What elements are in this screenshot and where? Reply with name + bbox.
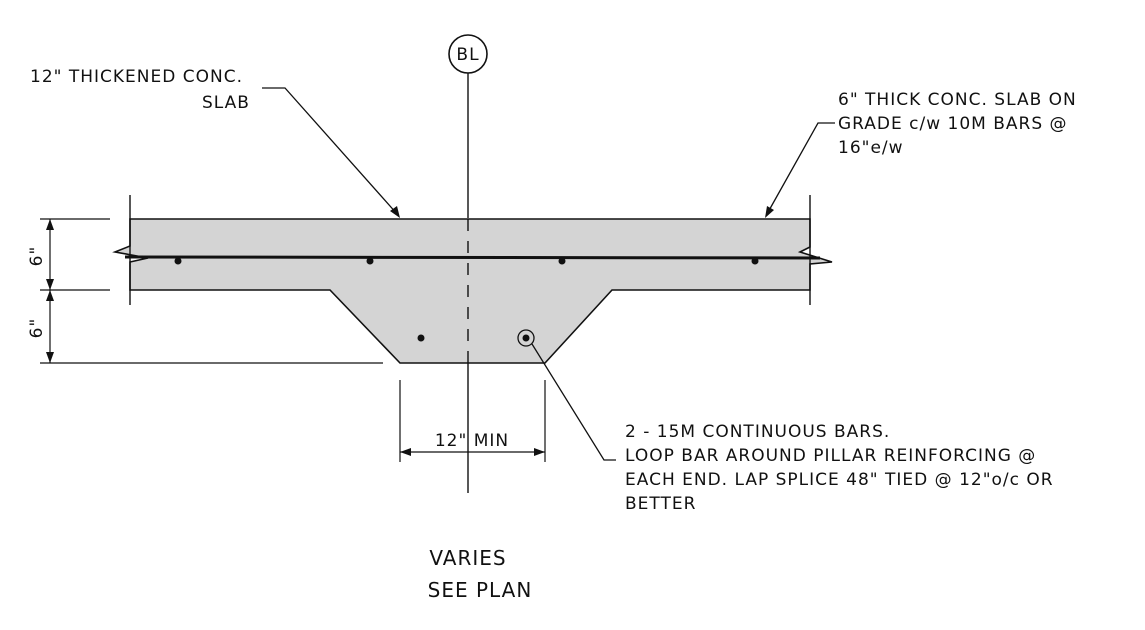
rebar-dot	[174, 257, 182, 265]
continuous-bar-dot	[522, 334, 530, 342]
rebar-dot	[366, 257, 374, 265]
leader-continuous-bars	[531, 343, 616, 461]
dim-arrow	[46, 219, 54, 230]
concrete-section	[112, 218, 833, 364]
rebar-dot	[558, 257, 566, 265]
continuous-bars-label-2: LOOP BAR AROUND PILLAR REINFORCING @	[625, 446, 1036, 466]
thickened-slab-label-2: SLAB	[202, 93, 250, 113]
rebar-dot	[751, 257, 759, 265]
leader-arrow	[390, 206, 400, 218]
thickened-slab-label-1: 12" THICKENED CONC.	[30, 67, 243, 87]
continuous-bars-label-4: BETTER	[625, 494, 696, 514]
slab-thickness-dim: 6"	[27, 246, 47, 267]
dim-arrow	[46, 279, 54, 290]
continuous-bars-label-1: 2 - 15M CONTINUOUS BARS.	[625, 422, 890, 442]
dim-arrow	[400, 448, 411, 456]
dim-arrow	[46, 352, 54, 363]
slab-on-grade-label-1: 6" THICK CONC. SLAB ON	[838, 90, 1077, 110]
thickened-depth-dim: 6"	[27, 318, 47, 339]
slab-on-grade-label-2: GRADE c/w 10M BARS @	[838, 114, 1068, 134]
dim-arrow	[534, 448, 545, 456]
mesh-reinforcing-line	[124, 255, 821, 260]
see-plan-label: SEE PLAN	[428, 578, 533, 602]
varies-label: VARIES	[429, 546, 506, 570]
continuous-bars-label-3: EACH END. LAP SPLICE 48" TIED @ 12"o/c O…	[625, 470, 1054, 490]
min-width-dim: 12" MIN	[435, 431, 509, 451]
slab-on-grade-label-3: 16"e/w	[838, 138, 904, 158]
gridline-tag: BL	[456, 45, 479, 65]
leader-thickened-slab	[262, 87, 399, 216]
leader-slab-on-grade	[766, 122, 835, 215]
leader-arrow	[765, 206, 774, 218]
continuous-bar-ring	[517, 329, 535, 347]
dim-arrow	[46, 290, 54, 301]
continuous-bar-dot	[417, 334, 425, 342]
